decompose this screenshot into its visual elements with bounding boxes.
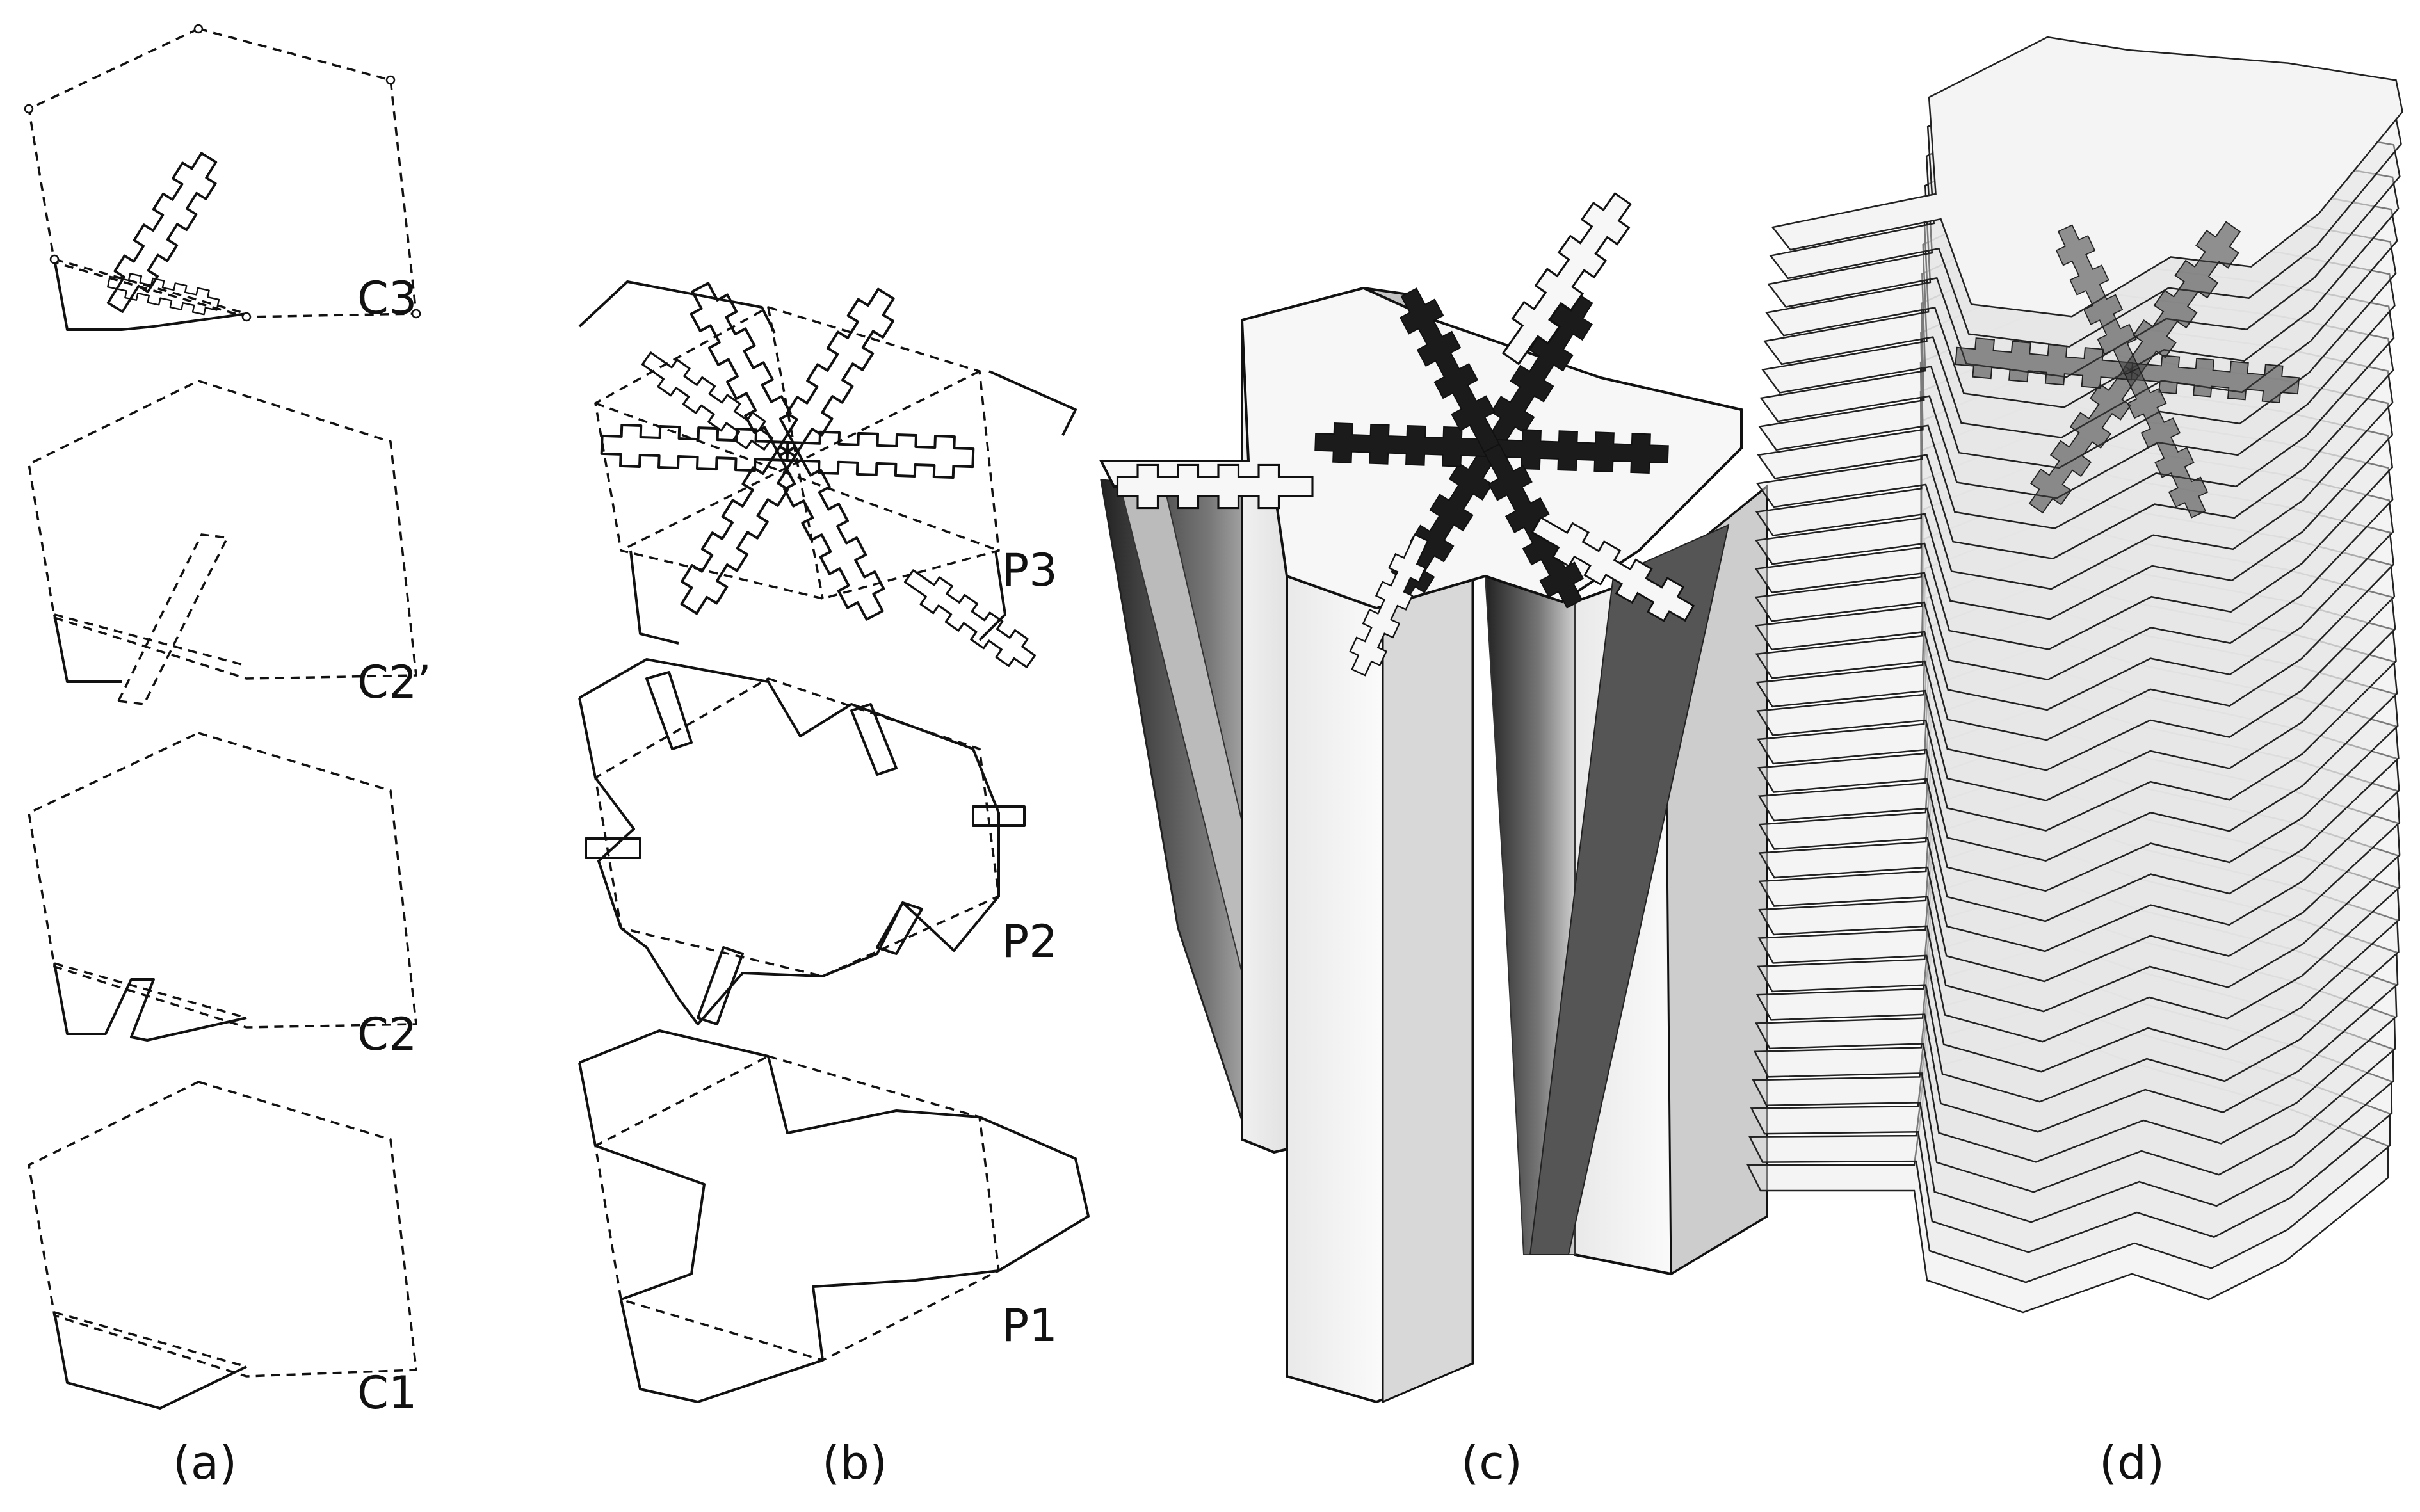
floor-plate <box>1758 730 2401 1013</box>
floor-plate <box>1758 670 2400 953</box>
panel-d <box>1746 36 2403 1314</box>
caption-b: (b) <box>822 1436 887 1490</box>
floor-plate <box>1750 972 2393 1253</box>
floor-plate <box>1748 1002 2391 1283</box>
panel-b: P3 P2 P1 (b) <box>578 278 1090 1490</box>
floor-plate <box>1758 760 2401 1043</box>
label-c2-prime: C2’ <box>357 656 432 709</box>
floor-plate <box>1758 700 2401 983</box>
c3-vertices <box>24 24 421 322</box>
floor-plate <box>1746 1033 2389 1314</box>
label-p2: P2 <box>1002 915 1058 968</box>
floor-plate <box>1754 428 2394 711</box>
floor-plate <box>1755 489 2396 771</box>
floor-plate <box>1757 639 2400 922</box>
label-c3: C3 <box>357 272 417 325</box>
label-c1: C1 <box>357 1367 417 1419</box>
p1-diagram: P1 <box>578 1029 1090 1403</box>
caption-a: (a) <box>173 1436 237 1490</box>
panel-c: (c) <box>1099 185 1768 1490</box>
label-c2: C2 <box>357 1008 417 1061</box>
c2-diagram: C2 <box>28 732 417 1061</box>
caption-d: (d) <box>2099 1436 2165 1490</box>
c2-prime-diagram: C2’ <box>28 380 432 709</box>
floor-plate <box>1757 791 2400 1073</box>
floor-plate <box>1757 609 2399 892</box>
c3-diagram: C3 <box>24 24 421 331</box>
label-p3: P3 <box>1002 544 1058 597</box>
floor-plate <box>1755 519 2396 801</box>
floor-plate <box>1757 821 2400 1103</box>
floor-plate <box>1756 549 2397 832</box>
floor-plate <box>1752 942 2394 1223</box>
p3-diagram: P3 <box>578 278 1077 676</box>
caption-c: (c) <box>1461 1436 1522 1490</box>
floor-plate <box>1757 579 2398 862</box>
c1-diagram: C1 <box>28 1081 417 1419</box>
floor-plate <box>1755 851 2399 1133</box>
panel-a: C3 C2’ C2 C1 (a) <box>24 24 432 1490</box>
p2-diagram: P2 <box>578 658 1058 1025</box>
label-p1: P1 <box>1002 1299 1058 1352</box>
